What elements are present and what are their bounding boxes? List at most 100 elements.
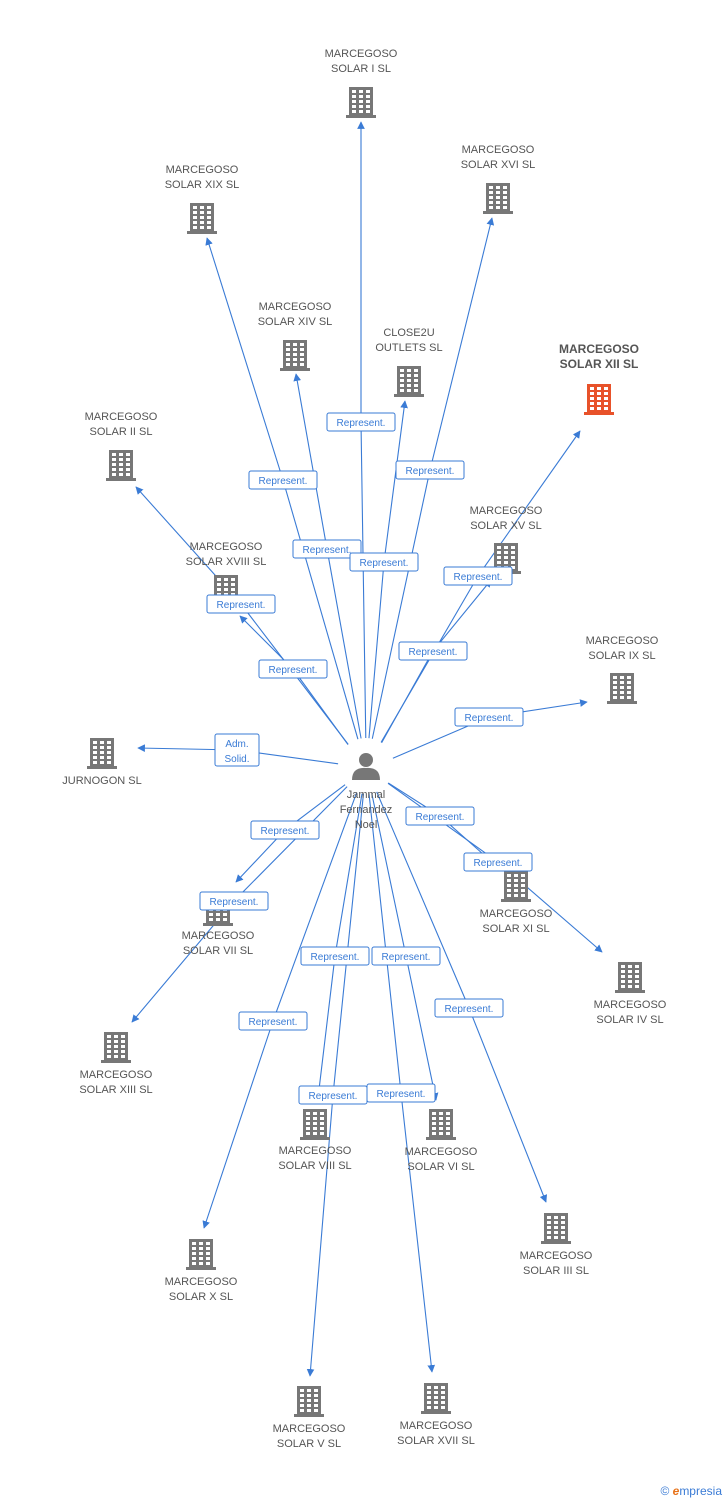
relation-label-text: Represent. xyxy=(416,812,465,823)
company-name-line: SOLAR IV SL xyxy=(596,1014,663,1026)
relation-label-box xyxy=(250,820,320,840)
company-name-line: MARCEGOSO xyxy=(165,1276,238,1288)
company-name-line: SOLAR XIX SL xyxy=(165,179,240,191)
relation-label-text: Represent. xyxy=(269,665,318,676)
edge-line-solar-v xyxy=(306,793,364,1377)
building-icon xyxy=(300,1109,330,1140)
relation-label-solar-xv[interactable]: Represent. xyxy=(398,641,468,661)
relation-label-solar-xvii[interactable]: Represent. xyxy=(366,1083,436,1103)
building-icon xyxy=(394,366,424,397)
relation-label-text: Represent. xyxy=(445,1004,494,1015)
company-name-line: SOLAR XIII SL xyxy=(79,1084,152,1096)
relation-label-solar-v[interactable]: Represent. xyxy=(298,1085,368,1105)
company-name-line: MARCEGOSO xyxy=(182,930,255,942)
relation-label-solar-x[interactable]: Represent. xyxy=(238,1011,308,1031)
building-icon xyxy=(483,183,513,214)
relation-label-text: Solid. xyxy=(224,754,249,765)
company-name-line: MARCEGOSO xyxy=(259,301,332,313)
edge-line-solar-xviii xyxy=(239,615,349,745)
company-name-line: SOLAR XI SL xyxy=(482,923,549,935)
relation-label-solar-iii[interactable]: Represent. xyxy=(434,998,504,1018)
company-name-line: MARCEGOSO xyxy=(594,999,667,1011)
company-node-solar-iv[interactable]: MARCEGOSO SOLAR IV SL xyxy=(594,962,667,1026)
company-name-line: SOLAR XV SL xyxy=(470,520,542,532)
relation-label-solar-xix[interactable]: Represent. xyxy=(248,470,318,490)
relation-label-jurnogon[interactable]: Adm.Solid. xyxy=(214,733,260,767)
relation-label-solar-ii[interactable]: Represent. xyxy=(206,594,276,614)
company-name-line: SOLAR XIV SL xyxy=(258,316,333,328)
company-name-line: MARCEGOSO xyxy=(480,908,553,920)
relation-label-text: Represent. xyxy=(465,713,514,724)
relation-label-solar-xi[interactable]: Represent. xyxy=(405,806,475,826)
company-name-line: SOLAR I SL xyxy=(331,63,391,75)
company-name-line: SOLAR X SL xyxy=(169,1291,233,1303)
company-node-jurnogon[interactable]: JURNOGON SL xyxy=(62,738,142,787)
company-name-line: JURNOGON SL xyxy=(62,775,141,787)
relation-label-solar-xiv[interactable]: Represent. xyxy=(292,539,362,559)
company-node-solar-xiv[interactable]: MARCEGOSO SOLAR XIV SL xyxy=(258,301,333,371)
company-name-line: SOLAR V SL xyxy=(277,1438,341,1450)
relation-label-text: Represent. xyxy=(249,1017,298,1028)
relation-label-close2u[interactable]: Represent. xyxy=(349,552,419,572)
relation-label-box xyxy=(405,806,475,826)
brand-initial: e xyxy=(672,1484,680,1498)
company-name-line: MARCEGOSO xyxy=(279,1145,352,1157)
relation-label-box xyxy=(214,733,260,767)
person-name-line: Noel xyxy=(355,819,378,831)
relation-label-box xyxy=(300,946,370,966)
company-node-solar-xi[interactable]: MARCEGOSO SOLAR XI SL xyxy=(480,871,553,935)
person-name-line: Jammal xyxy=(347,789,386,801)
relation-label-box xyxy=(326,412,396,432)
relation-label-box xyxy=(454,707,524,727)
relation-label-text: Represent. xyxy=(217,600,266,611)
building-icon xyxy=(607,673,637,704)
company-name-line: MARCEGOSO xyxy=(190,541,263,553)
relation-label-text: Represent. xyxy=(360,558,409,569)
relation-label-solar-iv[interactable]: Represent. xyxy=(463,852,533,872)
relation-label-text: Represent. xyxy=(303,545,352,556)
relation-label-solar-xviii[interactable]: Represent. xyxy=(258,659,328,679)
relation-label-box xyxy=(395,460,465,480)
company-name-line: MARCEGOSO xyxy=(470,505,543,517)
building-icon xyxy=(101,1032,131,1063)
relation-label-solar-vi[interactable]: Represent. xyxy=(371,946,441,966)
edge-line-solar-ii xyxy=(135,486,349,745)
edges-layer xyxy=(131,121,603,1377)
relation-label-text: Represent. xyxy=(454,572,503,583)
relation-label-solar-xii[interactable]: Represent. xyxy=(443,566,513,586)
company-name-line: MARCEGOSO xyxy=(405,1146,478,1158)
relation-label-text: Represent. xyxy=(406,466,455,477)
company-name-line: MARCEGOSO xyxy=(85,411,158,423)
relation-label-solar-viii[interactable]: Represent. xyxy=(300,946,370,966)
relation-label-solar-vii[interactable]: Represent. xyxy=(250,820,320,840)
building-icon xyxy=(501,871,531,902)
relation-label-box xyxy=(248,470,318,490)
relation-label-text: Represent. xyxy=(409,647,458,658)
relation-label-text: Represent. xyxy=(309,1091,358,1102)
relation-label-solar-xiii[interactable]: Represent. xyxy=(199,891,269,911)
relation-label-solar-ix[interactable]: Represent. xyxy=(454,707,524,727)
company-node-solar-x[interactable]: MARCEGOSO SOLAR X SL xyxy=(165,1239,238,1303)
company-node-solar-xv[interactable]: MARCEGOSO SOLAR XV SL xyxy=(470,505,543,574)
building-icon xyxy=(421,1383,451,1414)
relation-label-box xyxy=(199,891,269,911)
relation-label-box xyxy=(292,539,362,559)
relation-label-solar-xvi[interactable]: Represent. xyxy=(395,460,465,480)
relation-label-solar-i[interactable]: Represent. xyxy=(326,412,396,432)
